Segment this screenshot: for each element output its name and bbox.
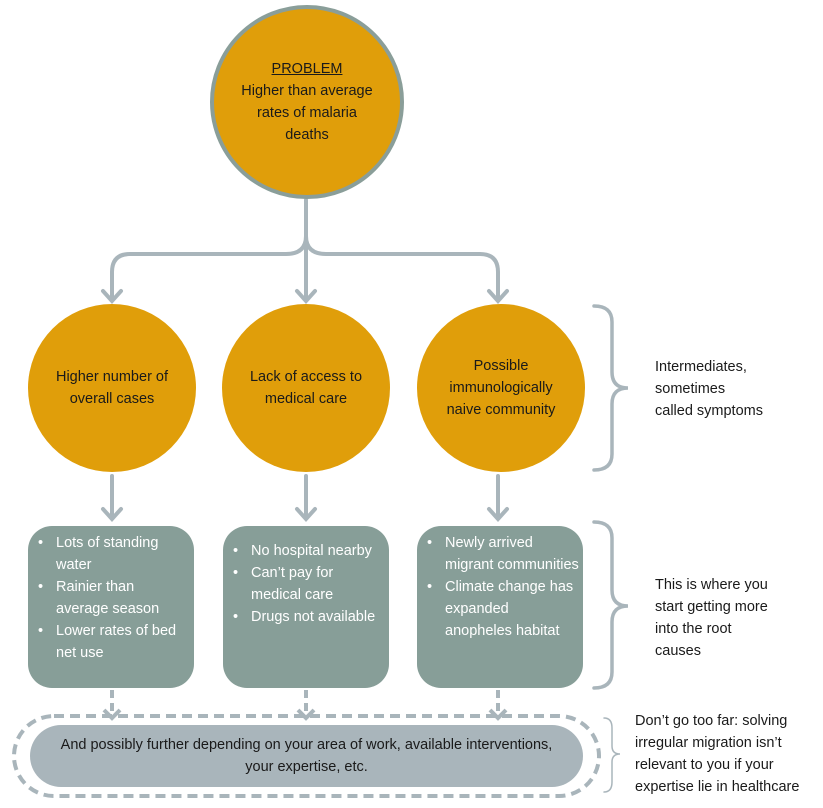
intermediate-text-line: Possible: [473, 358, 529, 374]
root-cause-list: No hospital nearby Can’t pay for medical…: [229, 540, 387, 628]
brace-icon: [592, 304, 629, 472]
problem-text-line: Higher than average: [241, 83, 373, 99]
root-cause-item: Rainier than average season: [38, 576, 190, 620]
annotation-line: into the root: [655, 621, 732, 637]
problem-text-line: rates of malaria: [257, 105, 357, 121]
intermediate-text-line: immunologically: [449, 380, 553, 396]
annotation-line: Don’t go too far: solving: [635, 713, 788, 729]
intermediate-node-1: Higher number of overall cases: [28, 304, 196, 472]
arrowhead: [487, 507, 509, 522]
intermediate-text-line: medical care: [264, 391, 348, 407]
annotation-line: Intermediates,: [655, 359, 747, 375]
root-cause-box-2: No hospital nearby Can’t pay for medical…: [223, 526, 389, 688]
problem-node: PROBLEM Higher than average rates of mal…: [210, 5, 404, 199]
annotation-line: irregular migration isn’t: [635, 735, 782, 751]
arrowhead: [488, 708, 508, 721]
annotation-line: expertise lie in healthcare: [635, 779, 800, 795]
root-cause-item: No hospital nearby: [233, 540, 387, 562]
further-text-line: And possibly further depending on your a…: [60, 737, 553, 753]
connector-branch-right: [304, 234, 500, 302]
annotation-line: This is where you: [655, 577, 768, 593]
intermediate-node-3: Possible immunologically naive community: [417, 304, 585, 472]
arrowhead: [295, 289, 317, 304]
root-cause-box-1: Lots of standing water Rainier than aver…: [28, 526, 194, 688]
intermediate-text-line: Lack of access to: [249, 369, 363, 385]
arrowhead: [487, 289, 509, 304]
annotation-intermediates: Intermediates, sometimes called symptoms: [655, 356, 763, 422]
root-cause-item: Newly arrived migrant communities: [427, 532, 579, 576]
intermediate-text-line: Higher number of: [55, 369, 169, 385]
further-text-line: your expertise, etc.: [245, 759, 368, 775]
dashed-outline: [12, 714, 601, 798]
intermediate-text-line: overall cases: [69, 391, 155, 407]
root-cause-list: Newly arrived migrant communities Climat…: [423, 532, 579, 642]
problem-heading: PROBLEM: [271, 61, 343, 77]
annotation-line: sometimes: [655, 381, 726, 397]
intermediate-node-2: Lack of access to medical care: [222, 304, 390, 472]
connector-branch-left: [110, 234, 308, 302]
annotation-root-causes: This is where you start getting more int…: [655, 574, 768, 662]
annotation-line: called symptoms: [655, 403, 763, 419]
root-cause-list: Lots of standing water Rainier than aver…: [34, 532, 190, 664]
brace-icon: [603, 717, 621, 793]
annotation-line: relevant to you if your: [635, 757, 774, 773]
arrowhead: [101, 289, 123, 304]
root-cause-item: Climate change has expanded anopheles ha…: [427, 576, 579, 642]
root-cause-item: Lots of standing water: [38, 532, 190, 576]
arrowhead: [296, 708, 316, 721]
annotation-line: start getting more: [655, 599, 768, 615]
arrowhead: [101, 507, 123, 522]
annotation-dont-go-too-far: Don’t go too far: solving irregular migr…: [635, 710, 799, 798]
brace-icon: [592, 520, 629, 690]
root-cause-item: Lower rates of bed net use: [38, 620, 190, 664]
root-cause-box-3: Newly arrived migrant communities Climat…: [417, 526, 583, 688]
arrowhead: [295, 507, 317, 522]
problem-text-line: deaths: [285, 127, 329, 143]
root-cause-item: Drugs not available: [233, 606, 387, 628]
further-causes-box: And possibly further depending on your a…: [30, 725, 583, 787]
annotation-line: causes: [655, 643, 701, 659]
intermediate-text-line: naive community: [446, 402, 556, 418]
root-cause-item: Can’t pay for medical care: [233, 562, 387, 606]
